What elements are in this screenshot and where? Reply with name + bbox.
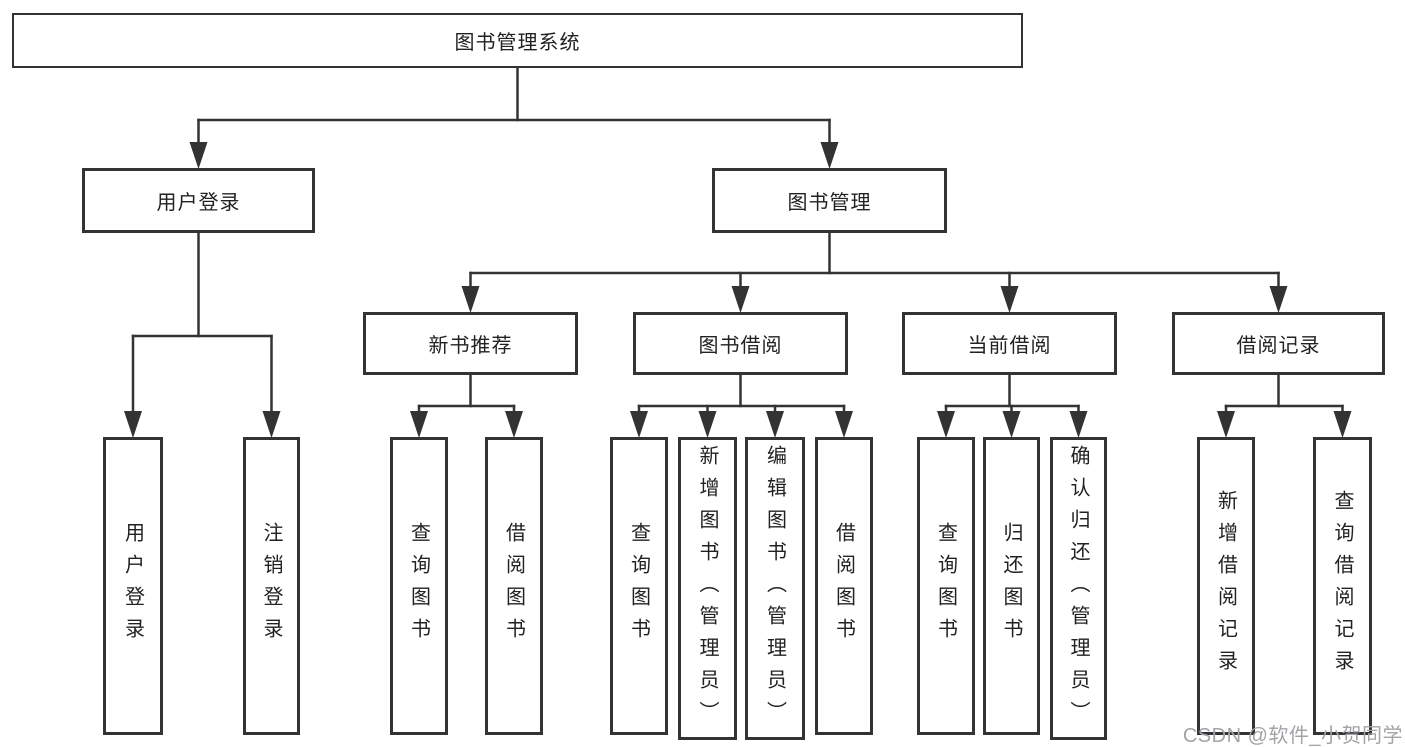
node-leaf-query-books-current: 查询图书 — [917, 437, 975, 735]
node-leaf-edit-book-admin: 编辑图书（管理员） — [745, 437, 805, 740]
node-label-leaf-confirm-return-admin: 确认归还（管理员） — [1067, 444, 1089, 733]
node-label-leaf-query-borrow-record: 查询借阅记录 — [1331, 490, 1353, 682]
arrowhead-icon — [630, 411, 648, 438]
node-root: 图书管理系统 — [12, 13, 1023, 68]
node-label-leaf-logout: 注销登录 — [260, 522, 282, 650]
node-label-leaf-borrow-books-borrow: 借阅图书 — [832, 522, 855, 650]
arrowhead-icon — [766, 411, 784, 438]
node-user-login: 用户登录 — [82, 168, 315, 233]
arrowhead-icon — [1333, 411, 1352, 438]
node-leaf-query-books-borrow: 查询图书 — [610, 437, 668, 735]
node-label-leaf-add-borrow-record: 新增借阅记录 — [1214, 490, 1237, 682]
arrowhead-icon — [937, 411, 955, 438]
arrowhead-icon — [835, 411, 853, 438]
node-label-leaf-query-books-borrow: 查询图书 — [627, 522, 650, 650]
node-label-book-mgmt: 图书管理 — [787, 192, 872, 214]
node-label-leaf-query-books-rec: 查询图书 — [407, 522, 430, 650]
arrowhead-icon — [820, 142, 839, 169]
node-leaf-logout: 注销登录 — [243, 437, 300, 735]
node-label-leaf-user-login: 用户登录 — [121, 522, 144, 650]
arrowhead-icon — [698, 411, 717, 438]
node-leaf-user-login: 用户登录 — [103, 437, 163, 735]
node-label-leaf-edit-book-admin: 编辑图书（管理员） — [763, 444, 786, 733]
node-leaf-confirm-return-admin: 确认归还（管理员） — [1050, 437, 1107, 740]
node-leaf-query-books-rec: 查询图书 — [390, 437, 448, 735]
node-leaf-query-borrow-record: 查询借阅记录 — [1313, 437, 1372, 735]
node-book-borrow: 图书借阅 — [633, 312, 848, 375]
arrowhead-icon — [1269, 286, 1288, 313]
node-label-leaf-add-book-admin: 新增图书（管理员） — [696, 444, 718, 733]
node-label-user-login: 用户登录 — [156, 192, 241, 214]
node-leaf-return-book: 归还图书 — [983, 437, 1040, 735]
node-borrow-records: 借阅记录 — [1172, 312, 1385, 375]
node-label-root: 图书管理系统 — [454, 32, 581, 54]
arrowhead-icon — [1002, 411, 1021, 438]
node-label-leaf-return-book: 归还图书 — [1000, 522, 1022, 650]
arrowhead-icon — [1069, 411, 1088, 438]
node-leaf-borrow-books-borrow: 借阅图书 — [815, 437, 873, 735]
arrowhead-icon — [1217, 411, 1235, 438]
node-label-book-borrow: 图书借阅 — [698, 335, 783, 357]
arrowhead-icon — [124, 411, 142, 438]
node-label-current-borrow: 当前借阅 — [967, 335, 1052, 357]
node-book-mgmt: 图书管理 — [712, 168, 947, 233]
node-leaf-add-book-admin: 新增图书（管理员） — [678, 437, 737, 740]
arrowhead-icon — [461, 286, 480, 313]
node-label-borrow-records: 借阅记录 — [1236, 335, 1321, 357]
arrowhead-icon — [262, 411, 281, 438]
arrowhead-icon — [505, 411, 523, 438]
node-leaf-borrow-books-rec: 借阅图书 — [485, 437, 543, 735]
arrowhead-icon — [189, 142, 208, 169]
node-label-leaf-borrow-books-rec: 借阅图书 — [502, 522, 525, 650]
node-label-new-book-rec: 新书推荐 — [428, 335, 513, 357]
node-current-borrow: 当前借阅 — [902, 312, 1117, 375]
node-leaf-add-borrow-record: 新增借阅记录 — [1197, 437, 1255, 735]
node-label-leaf-query-books-current: 查询图书 — [934, 522, 957, 650]
arrowhead-icon — [731, 286, 750, 313]
watermark: CSDN @软件_小贺同学 — [1182, 725, 1403, 747]
node-new-book-rec: 新书推荐 — [363, 312, 578, 375]
arrowhead-icon — [410, 411, 428, 438]
arrowhead-icon — [1000, 286, 1019, 313]
